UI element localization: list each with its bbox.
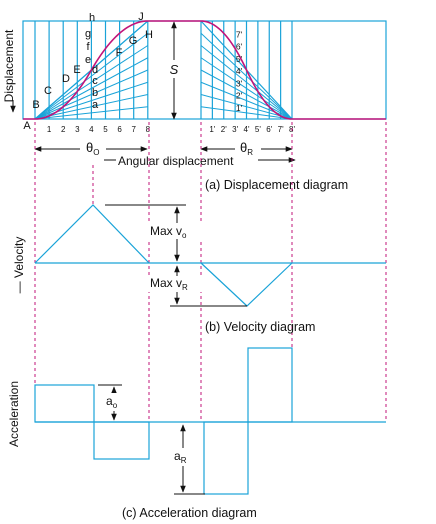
division-label: f — [86, 41, 90, 53]
division-label: d — [92, 64, 98, 76]
velocity-return — [200, 262, 293, 307]
tick-label: 5 — [103, 125, 108, 134]
point-label: H — [145, 29, 153, 41]
tick-label: 4 — [89, 125, 94, 134]
division-label: 4' — [236, 66, 243, 76]
tick-label: 3' — [232, 125, 238, 134]
ao-label: ao — [106, 394, 118, 410]
theta-r-label: θR — [240, 140, 253, 157]
angular-displacement-label: Angular displacement — [118, 154, 234, 168]
point-label: F — [116, 47, 123, 59]
theta-o-label: θO — [86, 140, 99, 157]
construction-line — [34, 94, 148, 120]
displacement-curve — [23, 20, 386, 120]
displacement-diagram: 123456781'2'3'4'5'6'7'8'ABCDEFGHJabcdefg… — [2, 11, 387, 192]
tick-label: 1 — [47, 125, 52, 134]
tick-label: 6 — [117, 125, 122, 134]
acceleration-diagram: ao aR Acceleration (c) Acceleration diag… — [7, 347, 386, 520]
accel-outstroke-negative — [93, 421, 150, 460]
displacement-curves — [23, 20, 386, 120]
construction-line — [34, 45, 149, 120]
tick-label: 1' — [209, 125, 215, 134]
division-label: a — [92, 99, 99, 111]
accel-outstroke-positive — [34, 384, 95, 423]
point-label: E — [73, 64, 80, 76]
division-label: c — [92, 75, 98, 87]
division-label: e — [85, 54, 91, 66]
division-label: h — [89, 12, 95, 24]
construction-line — [200, 45, 293, 120]
construction-line — [34, 69, 148, 120]
division-label: b — [92, 87, 98, 99]
displacement-labels: 123456781'2'3'4'5'6'7'8'ABCDEFGHJabcdefg… — [23, 11, 295, 134]
point-label: D — [62, 73, 70, 85]
division-label: 1' — [236, 103, 243, 113]
construction-line — [34, 32, 149, 120]
velocity-axis-label: — Velocity — [12, 237, 26, 294]
point-label: A — [23, 120, 31, 132]
division-label: 3' — [236, 78, 243, 88]
velocity-diagram: Max vo Max vR — Velocity (b) Velocity di… — [12, 204, 386, 334]
construction-line — [200, 57, 293, 120]
tick-label: 6' — [266, 125, 272, 134]
division-label: 6' — [236, 42, 243, 52]
construction-line — [200, 69, 293, 120]
division-label: 2' — [236, 91, 243, 101]
construction-line — [34, 106, 148, 120]
tick-label: 2 — [61, 125, 66, 134]
velocity-caption: (b) Velocity diagram — [205, 320, 315, 334]
point-label: G — [129, 35, 138, 47]
max-vr-label: Max vR — [150, 276, 188, 292]
tick-label: 4' — [244, 125, 250, 134]
displacement-axis-label: Displacement — [2, 29, 16, 102]
division-label: 7' — [236, 29, 243, 39]
point-label: B — [32, 99, 39, 111]
point-label: J — [138, 11, 144, 23]
tick-label: 7' — [278, 125, 284, 134]
point-label: C — [44, 85, 52, 97]
tick-label: 3 — [75, 125, 80, 134]
acceleration-axis-label: Acceleration — [7, 381, 21, 447]
accel-return-positive — [247, 347, 293, 423]
construction-line — [34, 57, 149, 120]
acceleration-caption: (c) Acceleration diagram — [122, 506, 257, 520]
displacement-grid — [22, 20, 387, 120]
tick-label: 5' — [255, 125, 261, 134]
division-label: 5' — [236, 54, 243, 64]
max-vo-label: Max vo — [150, 224, 187, 240]
projection-lines — [34, 122, 387, 422]
construction-line — [200, 32, 293, 120]
division-label: g — [85, 28, 91, 40]
ar-label: aR — [174, 449, 187, 465]
velocity-outstroke — [34, 204, 150, 264]
tick-label: 2' — [221, 125, 227, 134]
stroke-label: S — [170, 62, 179, 77]
tick-label: 7 — [131, 125, 136, 134]
construction-line — [200, 94, 293, 120]
tick-label: 8 — [146, 125, 151, 134]
construction-line — [200, 106, 293, 120]
accel-return-negative — [203, 421, 249, 495]
displacement-caption: (a) Displacement diagram — [205, 178, 348, 192]
